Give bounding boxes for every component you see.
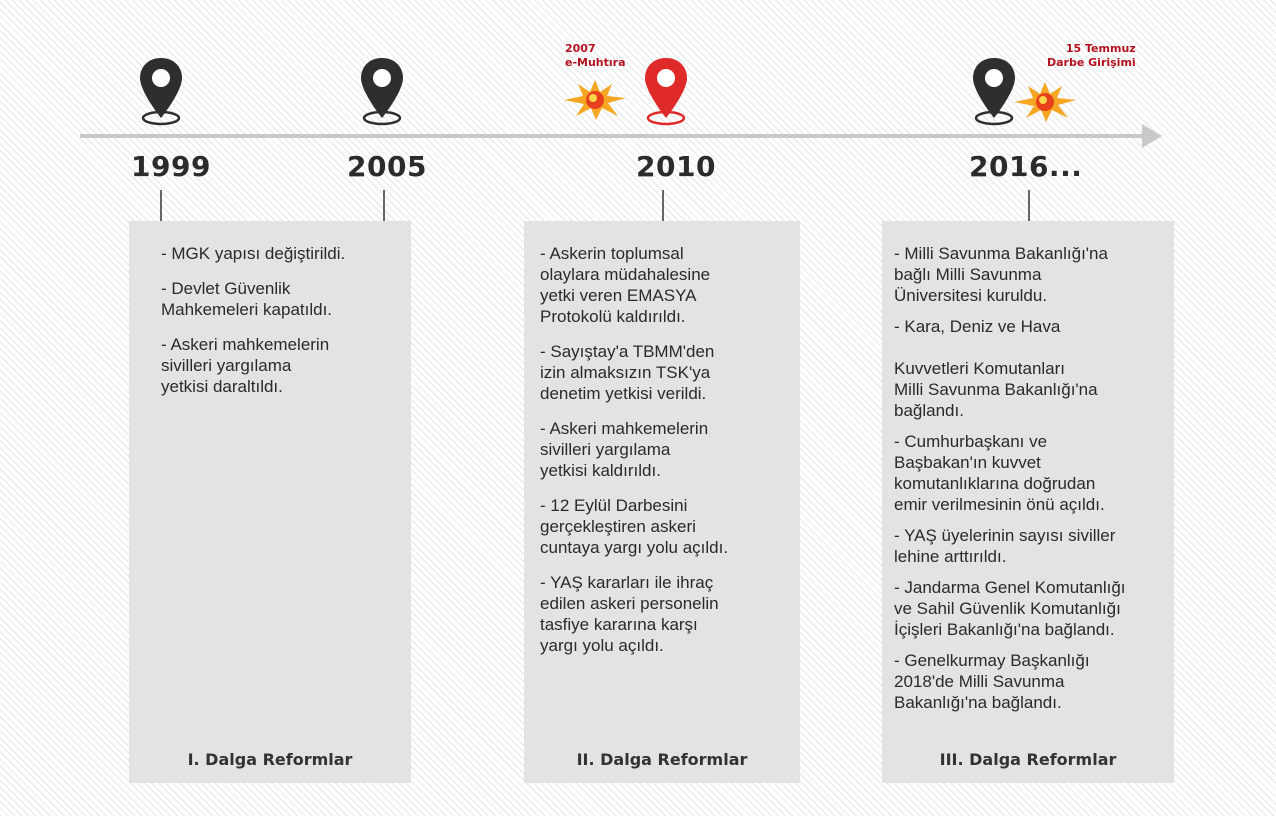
reform-panel-3: - Milli Savunma Bakanlığı'na bağlı Milli…	[882, 221, 1174, 783]
connector-2005	[383, 190, 385, 226]
reform-item: - Askeri mahkemelerin sivilleri yargılam…	[540, 419, 709, 480]
reform-item: - Askeri mahkemelerin sivilleri yargılam…	[161, 335, 330, 396]
map-pin-icon-1999	[140, 58, 182, 126]
connector-2016	[1028, 190, 1030, 226]
panel-title-2: II. Dalga Reformlar	[576, 750, 748, 769]
year-label-1999: 1999	[131, 150, 211, 183]
event-label-e-muhtira: 2007 e-Muhtıra	[565, 42, 626, 69]
explosion-icon-2007	[564, 80, 626, 120]
reform-item: - Devlet Güvenlik Mahkemeleri kapatıldı.	[161, 279, 333, 319]
timeline-axis	[80, 124, 1162, 148]
reform-item: - YAŞ üyelerinin sayısı siviller lehine …	[894, 526, 1116, 566]
reform-panel-2: - Askerin toplumsal olaylara müdahalesin…	[524, 221, 800, 783]
map-pin-icon-2005	[361, 58, 403, 126]
reform-panel-1: - MGK yapısı değiştirildi. - Devlet Güve…	[129, 221, 411, 783]
map-pin-icon-2016	[973, 58, 1015, 126]
reform-list-3: - Milli Savunma Bakanlığı'na bağlı Milli…	[894, 243, 1126, 723]
map-pin-icon-2010	[645, 58, 687, 126]
year-label-2016: 2016...	[969, 150, 1083, 183]
reform-item: - Cumhurbaşkanı ve Başbakan'ın kuvvet ko…	[894, 432, 1105, 514]
panel-title-3: III. Dalga Reformlar	[939, 750, 1117, 769]
reform-list-1: - MGK yapısı değiştirildi. - Devlet Güve…	[161, 243, 345, 411]
connector-2010	[662, 190, 664, 226]
reform-item: - Kara, Deniz ve Hava Kuvvetleri Komutan…	[894, 317, 1098, 420]
panel-title-1: I. Dalga Reformlar	[187, 750, 353, 769]
reform-item: - Sayıştay'a TBMM'den izin almaksızın TS…	[540, 342, 715, 403]
reform-item: - Milli Savunma Bakanlığı'na bağlı Milli…	[894, 244, 1108, 305]
reform-item: - Askerin toplumsal olaylara müdahalesin…	[540, 244, 711, 326]
event-label-darbe-girisimi: 15 Temmuz Darbe Girişimi	[1047, 42, 1136, 69]
reform-item: - YAŞ kararları ile ihraç edilen askeri …	[540, 573, 719, 655]
reform-item: - 12 Eylül Darbesini gerçekleştiren aske…	[540, 496, 729, 557]
reform-list-2: - Askerin toplumsal olaylara müdahalesin…	[540, 243, 728, 670]
year-label-2005: 2005	[347, 150, 427, 183]
reform-item: - Jandarma Genel Komutanlığı ve Sahil Gü…	[894, 578, 1126, 639]
reform-item: - Genelkurmay Başkanlığı 2018'de Milli S…	[894, 651, 1090, 712]
explosion-icon-2016	[1014, 82, 1076, 122]
connector-1999	[160, 190, 162, 226]
reform-item: - MGK yapısı değiştirildi.	[161, 244, 346, 263]
year-label-2010: 2010	[636, 150, 716, 183]
